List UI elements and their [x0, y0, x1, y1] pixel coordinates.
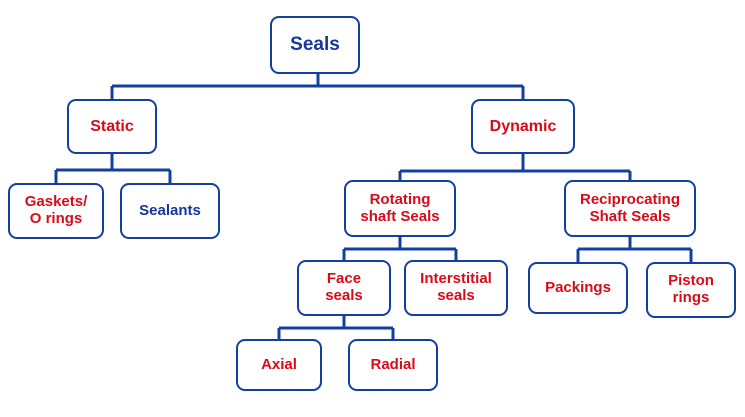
- node-label-seals: Seals: [290, 34, 340, 56]
- node-label-interstitial-seals: Interstitial seals: [420, 270, 492, 304]
- node-gaskets-o-rings[interactable]: Gaskets/ O rings: [8, 183, 104, 239]
- node-label-sealants: Sealants: [139, 201, 201, 219]
- node-label-face-seals: Face seals: [325, 270, 363, 304]
- node-label-radial: Radial: [370, 355, 416, 373]
- node-axial[interactable]: Axial: [236, 339, 322, 391]
- node-label-dynamic: Dynamic: [489, 117, 557, 135]
- node-static[interactable]: Static: [67, 99, 157, 154]
- node-interstitial-seals[interactable]: Interstitial seals: [404, 260, 508, 316]
- node-packings[interactable]: Packings: [528, 262, 628, 314]
- node-label-piston-rings: Piston rings: [668, 272, 714, 306]
- node-label-reciprocating-shaft-seals: Reciprocating Shaft Seals: [579, 190, 681, 225]
- node-seals[interactable]: Seals: [270, 16, 360, 74]
- node-label-static: Static: [90, 117, 134, 135]
- node-label-rotating-shaft-seals: Rotating shaft Seals: [360, 190, 440, 225]
- node-label-axial: Axial: [261, 355, 297, 373]
- node-rotating-shaft-seals[interactable]: Rotating shaft Seals: [344, 180, 456, 237]
- node-face-seals[interactable]: Face seals: [297, 260, 391, 316]
- node-label-gaskets-o-rings: Gaskets/ O rings: [24, 193, 88, 227]
- node-dynamic[interactable]: Dynamic: [471, 99, 575, 154]
- node-reciprocating-shaft-seals[interactable]: Reciprocating Shaft Seals: [564, 180, 696, 237]
- node-piston-rings[interactable]: Piston rings: [646, 262, 736, 318]
- node-label-packings: Packings: [545, 278, 611, 296]
- node-sealants[interactable]: Sealants: [120, 183, 220, 239]
- node-radial[interactable]: Radial: [348, 339, 438, 391]
